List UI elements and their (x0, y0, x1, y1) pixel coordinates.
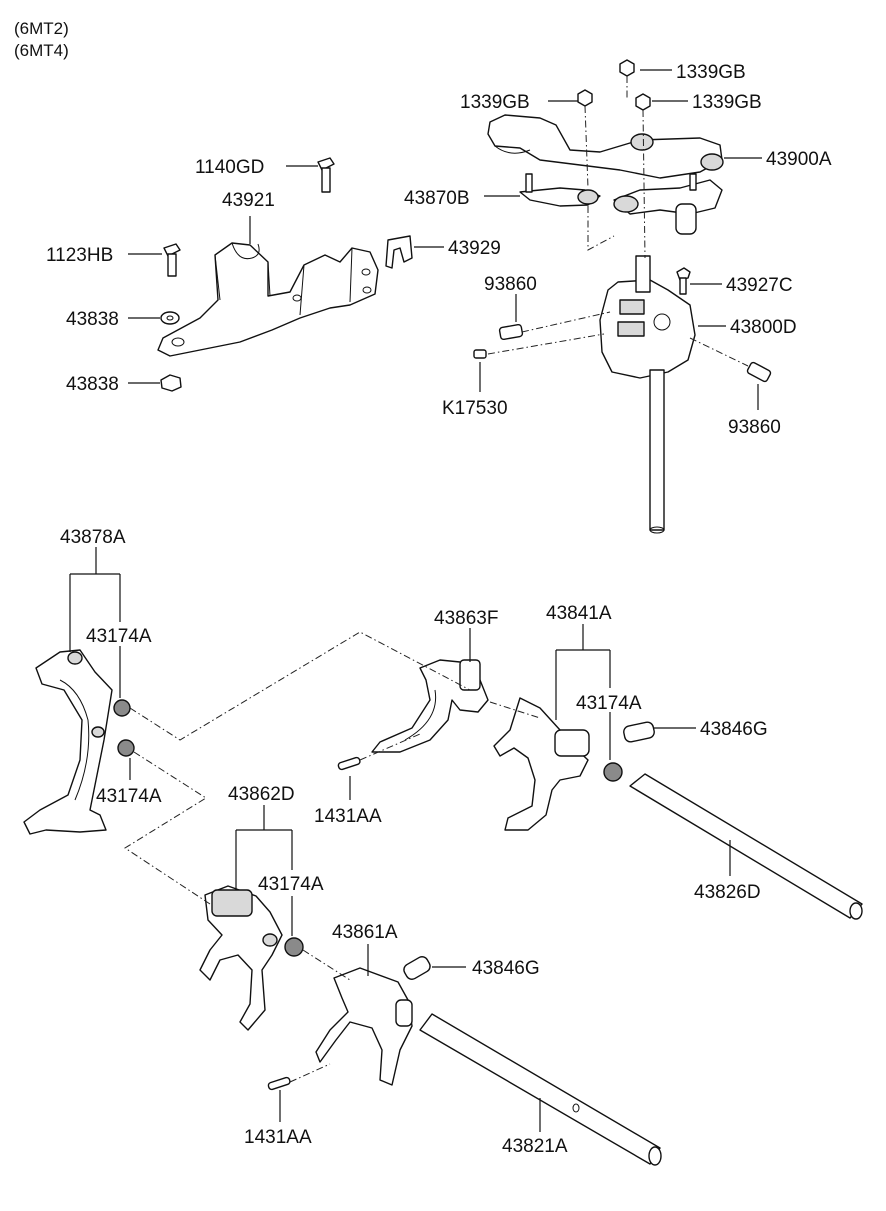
bushing-43174a-2-drawing (117, 739, 135, 757)
label-43929: 43929 (448, 238, 501, 259)
bushing-43174a-4-drawing (284, 937, 304, 957)
label-93860-b: 93860 (728, 417, 781, 438)
label-1431aa-1: 1431AA (314, 806, 382, 827)
label-43174a-1: 43174A (86, 626, 152, 647)
rod-43821a-drawing (419, 1013, 662, 1166)
bracket-43921-drawing (157, 242, 379, 357)
sensor-93860-b-drawing (746, 361, 772, 383)
link-43870b-drawing (519, 173, 601, 207)
label-43826d: 43826D (694, 882, 761, 903)
fork-43861a-drawing (315, 967, 413, 1086)
label-43800d: 43800D (730, 317, 797, 338)
label-43927c: 43927C (726, 275, 793, 296)
fork-43878a-drawing (23, 649, 113, 835)
label-43174a-4: 43174A (258, 874, 324, 895)
lever-43900a-drawing (487, 114, 724, 179)
label-1123hb: 1123HB (46, 245, 113, 266)
label-43870b: 43870B (404, 188, 470, 209)
label-43846g-1: 43846G (700, 719, 768, 740)
variant-label-6mt4: (6MT4) (14, 41, 69, 60)
lever-lower-drawing (613, 173, 723, 235)
label-43921: 43921 (222, 190, 275, 211)
nuts-1339gb-drawing (577, 59, 651, 111)
label-43174a-3: 43174A (576, 693, 642, 714)
label-43838-a: 43838 (66, 309, 119, 330)
label-43841a: 43841A (546, 603, 612, 624)
label-1339gb-right: 1339GB (692, 92, 762, 113)
label-43878a: 43878A (60, 527, 126, 548)
bushing-43174a-1-drawing (113, 699, 131, 717)
clip-43929-drawing (385, 235, 413, 269)
label-43846g-2: 43846G (472, 958, 540, 979)
label-43861a: 43861A (332, 922, 398, 943)
housing-43800d-drawing (599, 255, 696, 534)
pin-1431aa-2-drawing (267, 1076, 291, 1091)
label-1431aa-2: 1431AA (244, 1127, 312, 1148)
label-43862d: 43862D (228, 784, 295, 805)
label-93860-a: 93860 (484, 274, 537, 295)
plug-43846g-2-drawing (403, 956, 431, 980)
fork-43841a-drawing (493, 697, 590, 831)
bushing-43174a-3-drawing (603, 762, 623, 782)
bolt-43927c-drawing (676, 267, 691, 295)
washer-43838-a-drawing (160, 311, 180, 325)
bolt-1123hb-drawing (163, 243, 181, 277)
label-1339gb-top: 1339GB (676, 62, 746, 83)
plug-43846g-1-drawing (623, 721, 655, 743)
label-43821a: 43821A (502, 1136, 568, 1157)
sensor-93860-a-drawing (498, 323, 524, 341)
label-43174a-2: 43174A (96, 786, 162, 807)
pin-k17530-drawing (473, 349, 487, 359)
rod-43826d-drawing (629, 773, 863, 920)
leader-lines (69, 69, 762, 1132)
fork-43863f-drawing (371, 659, 489, 753)
label-k17530: K17530 (442, 398, 508, 419)
variant-label-6mt2: (6MT2) (14, 19, 69, 38)
label-43900a: 43900A (766, 149, 832, 170)
bolt-1140gd-drawing (317, 157, 335, 193)
label-43838-b: 43838 (66, 374, 119, 395)
pin-1431aa-1-drawing (337, 756, 361, 771)
nut-43838-b-drawing (160, 374, 182, 392)
label-1140gd: 1140GD (195, 157, 264, 178)
label-43863f: 43863F (434, 608, 498, 629)
label-1339gb-left: 1339GB (460, 92, 530, 113)
fork-43862d-drawing (199, 885, 283, 1031)
